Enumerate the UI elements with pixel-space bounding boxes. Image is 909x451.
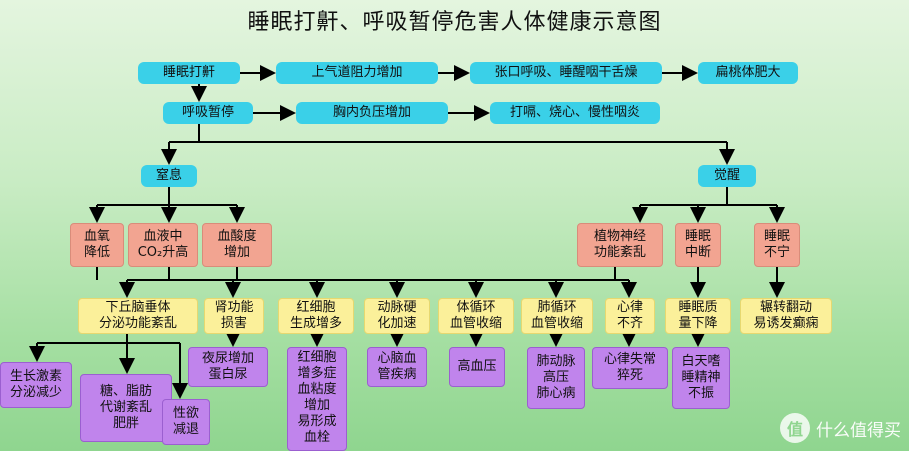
node-death: 心律失常 猝死 — [592, 347, 668, 389]
node-tonsil: 扁桃体肥大 — [698, 62, 798, 84]
node-hypo: 下丘脑垂体 分泌功能紊乱 — [78, 298, 198, 334]
node-nocturia: 夜尿增加 蛋白尿 — [188, 347, 268, 387]
node-growth: 生长激素 分泌减少 — [0, 362, 72, 408]
diagram-title: 睡眠打鼾、呼吸暂停危害人体健康示意图 — [247, 10, 662, 35]
node-mouth: 张口呼吸、睡醒咽干舌燥 — [470, 62, 662, 84]
node-o2low: 血氧 降低 — [70, 223, 124, 267]
node-toss: 辗转翻动 易诱发癫痫 — [740, 298, 832, 334]
node-libido: 性欲 减退 — [162, 399, 210, 445]
watermark-logo-icon: 值 — [780, 413, 810, 443]
node-sleepqual: 睡眠质 量下降 — [665, 298, 731, 334]
node-veg: 植物神经 功能紊乱 — [577, 223, 663, 267]
node-daytime: 白天嗜 睡精神 不振 — [672, 347, 730, 409]
node-polycyt: 红细胞 增多症 血粘度 增加 易形成 血栓 — [287, 347, 347, 451]
node-apnea: 呼吸暂停 — [163, 102, 253, 124]
node-cough: 打嗝、烧心、慢性咽炎 — [490, 102, 660, 124]
node-suffocate: 窒息 — [141, 165, 197, 187]
node-rbc: 红细胞 生成增多 — [278, 298, 354, 334]
watermark-text: 什么值得买 — [816, 420, 901, 441]
node-chest: 胸内负压增加 — [296, 102, 448, 124]
node-pulm: 肺动脉 高压 肺心病 — [527, 347, 585, 409]
node-acid: 血酸度 增加 — [202, 223, 272, 267]
watermark: 值 什么值得买 — [780, 413, 901, 443]
node-artery: 动脉硬 化加速 — [364, 298, 430, 334]
node-cardio: 心脑血 管疾病 — [367, 347, 427, 387]
node-sleepbreak: 睡眠 中断 — [675, 223, 721, 267]
node-bodycirc: 体循环 血管收缩 — [438, 298, 514, 334]
node-arrhythmia: 心律 不齐 — [605, 298, 655, 334]
node-co2: 血液中 CO₂升高 — [128, 223, 198, 267]
node-wake: 觉醒 — [698, 165, 756, 187]
node-snore: 睡眠打鼾 — [138, 62, 240, 84]
node-airway: 上气道阻力增加 — [276, 62, 438, 84]
node-sugar: 糖、脂肪 代谢紊乱 肥胖 — [80, 374, 172, 442]
node-lungcirc: 肺循环 血管收缩 — [521, 298, 593, 334]
node-restless: 睡眠 不宁 — [754, 223, 800, 267]
node-hyper: 高血压 — [449, 347, 505, 387]
node-kidney: 肾功能 损害 — [204, 298, 264, 334]
